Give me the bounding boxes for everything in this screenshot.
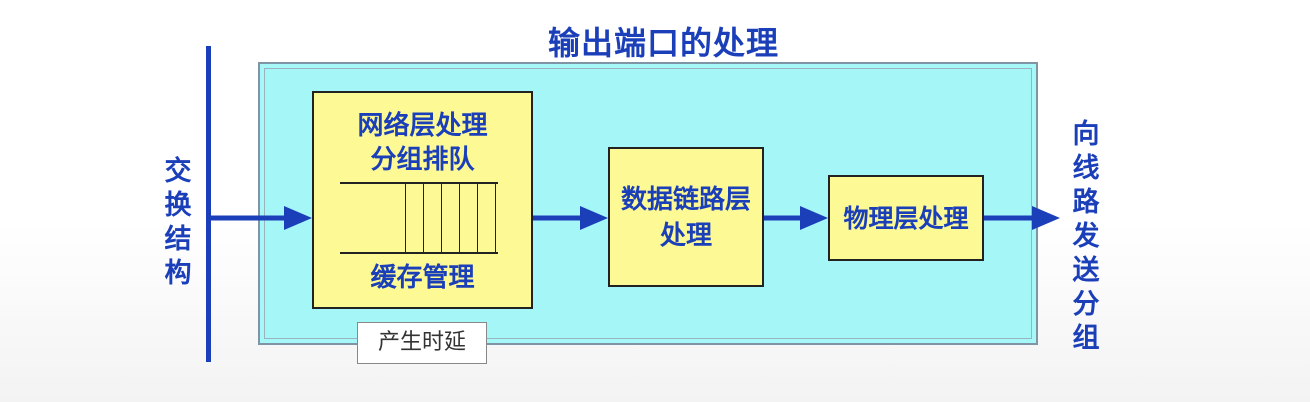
physical-layer-box: 物理层处理: [828, 175, 984, 261]
send-packets-char: 送: [1072, 255, 1100, 286]
delay-note: 产生时延: [357, 322, 487, 364]
send-packets-label: 向 线 路 发 送 分 组: [1066, 118, 1106, 356]
network-layer-box: 网络层处理 分组排队 缓存管理: [312, 91, 533, 309]
send-packets-char: 分: [1072, 289, 1100, 320]
switch-fabric-char: 构: [164, 258, 192, 289]
switch-fabric-bar: [206, 46, 211, 362]
network-layer-line2: 分组排队: [370, 145, 475, 175]
queue-slot-divider: [495, 184, 496, 252]
network-layer-line3: 缓存管理: [370, 263, 475, 293]
diagram-title: 输出端口的处理: [548, 24, 780, 62]
arrow-right-icon: [984, 206, 1060, 230]
network-layer-line1: 网络层处理: [357, 111, 488, 141]
send-packets-char: 发: [1072, 221, 1100, 252]
switch-fabric-char: 换: [164, 190, 192, 221]
send-packets-char: 路: [1072, 187, 1100, 218]
queue-slot-divider: [477, 184, 478, 252]
queue-slot-divider: [459, 184, 460, 252]
arrow-right-icon: [764, 206, 828, 230]
send-packets-char: 线: [1072, 153, 1100, 184]
queue-slot-divider: [423, 184, 424, 252]
switch-fabric-char: 交: [164, 156, 192, 187]
packet-queue: [340, 182, 498, 254]
queue-slot-divider: [441, 184, 442, 252]
data-link-line1: 数据链路层: [620, 185, 751, 215]
arrow-right-icon: [211, 206, 312, 230]
switch-fabric-label: 交 换 结 构: [158, 155, 198, 291]
send-packets-char: 组: [1072, 323, 1100, 354]
queue-slot-divider: [405, 184, 406, 252]
arrow-right-icon: [533, 206, 608, 230]
physical-layer-line1: 物理层处理: [843, 204, 969, 233]
switch-fabric-char: 结: [164, 224, 192, 255]
send-packets-char: 向: [1072, 119, 1100, 150]
data-link-line2: 处理: [659, 221, 712, 251]
data-link-layer-box: 数据链路层 处理: [608, 147, 764, 287]
